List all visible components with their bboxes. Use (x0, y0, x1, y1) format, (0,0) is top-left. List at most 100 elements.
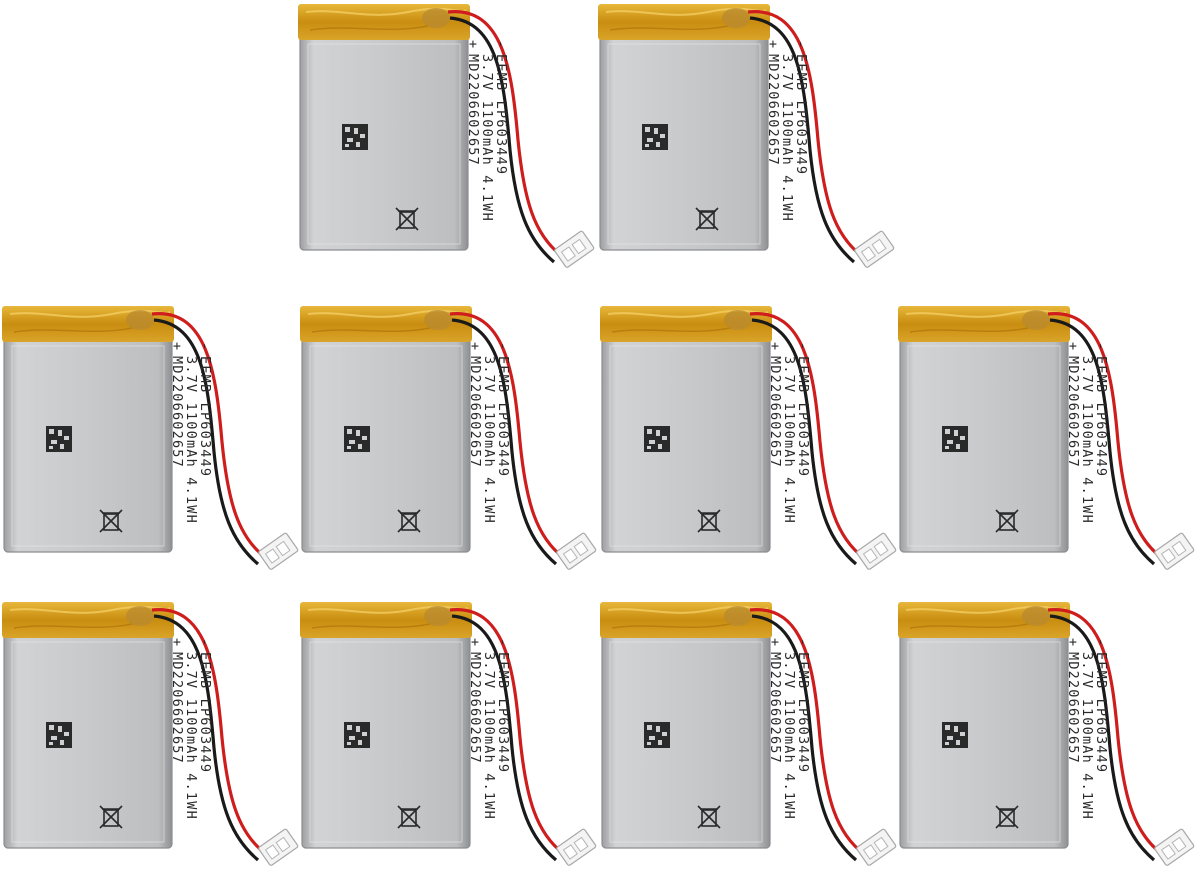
positive-sign: + (765, 40, 781, 50)
battery-printed-label: -EEMB LP603449 3.7V 1100mAh 4.1WH +MD220… (767, 638, 811, 838)
brand-text: EEMB (495, 652, 511, 690)
spec-text: 3.7V 1100mAh 4.1WH (779, 54, 795, 222)
negative-sign: - (793, 40, 809, 50)
weee-bin-icon (397, 509, 421, 533)
battery-printed-label: -EEMB LP603449 3.7V 1100mAh 4.1WH +MD220… (169, 342, 213, 542)
datamatrix-code (342, 124, 368, 150)
positive-sign: + (467, 342, 483, 352)
negative-sign: - (795, 342, 811, 352)
serial-text: MD2206602657 (767, 356, 783, 468)
red-wire (1047, 312, 1163, 560)
lipo-battery-cell-4: - EEMB LP603449 3.7V 1100mAh 4.1WH + MD220… (300, 302, 600, 592)
jst-connector (1154, 532, 1195, 570)
cell-body (301, 633, 471, 849)
serial-text: MD2206602657 (467, 652, 483, 764)
datamatrix-code (644, 722, 670, 748)
lipo-battery-cell-6: -EEMB LP603449 3.7V 1100mAh 4.1WH +MD220… (898, 302, 1198, 592)
weee-bin-icon (99, 509, 123, 533)
datamatrix-code (942, 426, 968, 452)
battery-illustration (598, 4, 895, 268)
battery-illustration (600, 306, 897, 570)
battery-printed-label: - EEMB LP603449 3.7V 1100mAh 4.1WH + MD220… (467, 342, 511, 542)
battery-printed-label: -EEMB LP603449 3.7V 1100mAh 4.1WH +MD220… (765, 40, 809, 240)
spec-text: 3.7V 1100mAh 4.1WH (481, 356, 497, 524)
datamatrix-code (642, 124, 668, 150)
red-wire (1047, 608, 1163, 856)
serial-text: MD2206602657 (765, 54, 781, 166)
model-text: LP603449 (495, 402, 511, 478)
red-wire (749, 312, 865, 560)
cell-body (899, 337, 1069, 553)
black-wire (1049, 614, 1156, 862)
brand-text: EEMB (495, 356, 511, 394)
jst-connector (556, 532, 597, 570)
battery-illustration (898, 602, 1195, 866)
negative-sign: - (197, 638, 213, 648)
lipo-battery-cell-8: -EEMB LP603449 3.7V 1100mAh 4.1WH +MD220… (300, 598, 600, 885)
lipo-battery-cell-7: -EEMB LP603449 3.7V 1100mAh 4.1WH +MD220… (2, 598, 302, 885)
model-text: LP603449 (795, 402, 811, 478)
spec-text: 3.7V 1100mAh 4.1WH (481, 652, 497, 820)
weee-bin-icon (397, 805, 421, 829)
spec-text: 3.7V 1100mAh 4.1WH (1079, 652, 1095, 820)
model-text: LP603449 (795, 698, 811, 774)
negative-sign: - (495, 638, 511, 648)
serial-text: MD2206602657 (169, 356, 185, 468)
cell-body (301, 337, 471, 553)
lipo-battery-cell-9: -EEMB LP603449 3.7V 1100mAh 4.1WH +MD220… (600, 598, 900, 885)
brand-text: EEMB (795, 356, 811, 394)
spec-text: 3.7V 1100mAh 4.1WH (183, 652, 199, 820)
weee-bin-icon (697, 509, 721, 533)
model-text: LP603449 (493, 100, 509, 176)
cell-body (601, 337, 771, 553)
datamatrix-code (644, 426, 670, 452)
negative-sign: - (795, 638, 811, 648)
serial-text: MD2206602657 (1065, 356, 1081, 468)
black-wire (749, 16, 856, 264)
serial-text: MD2206602657 (467, 356, 483, 468)
positive-sign: + (465, 40, 481, 50)
brand-text: EEMB (493, 54, 509, 92)
negative-sign: - (495, 342, 511, 352)
brand-text: EEMB (1093, 356, 1109, 394)
red-wire (747, 10, 863, 258)
serial-text: MD2206602657 (169, 652, 185, 764)
negative-sign: - (1093, 342, 1109, 352)
black-wire (751, 614, 858, 862)
weee-bin-icon (395, 207, 419, 231)
jst-connector (258, 828, 299, 866)
battery-illustration (300, 306, 597, 570)
positive-sign: + (169, 342, 185, 352)
battery-printed-label: -EEMB LP603449 3.7V 1100mAh 4.1WH +MD220… (467, 638, 511, 838)
spec-text: 3.7V 1100mAh 4.1WH (781, 652, 797, 820)
lipo-battery-cell-3: -EEMB LP603449 3.7V 1100mAh 4.1WH +MD220… (2, 302, 302, 592)
jst-connector (854, 230, 895, 268)
red-wire (151, 608, 267, 856)
battery-printed-label: -EEMB LP603449 3.7V 1100mAh 4.1WH +MD220… (465, 40, 509, 240)
jst-connector (556, 828, 597, 866)
positive-sign: + (767, 342, 783, 352)
battery-illustration (2, 602, 299, 866)
model-text: LP603449 (793, 100, 809, 176)
jst-connector (1154, 828, 1195, 866)
jst-connector (258, 532, 299, 570)
brand-text: EEMB (197, 652, 213, 690)
cell-body (599, 35, 769, 251)
serial-text: MD2206602657 (465, 54, 481, 166)
black-wire (751, 318, 858, 566)
battery-printed-label: -EEMB LP603449 3.7V 1100mAh 4.1WH +MD220… (1065, 638, 1109, 838)
negative-sign: - (1093, 638, 1109, 648)
black-wire (451, 614, 558, 862)
weee-bin-icon (695, 207, 719, 231)
battery-illustration (898, 306, 1195, 570)
black-wire (449, 16, 556, 264)
spec-text: 3.7V 1100mAh 4.1WH (479, 54, 495, 222)
battery-illustration (300, 602, 597, 866)
datamatrix-code (46, 426, 72, 452)
weee-bin-icon (995, 509, 1019, 533)
model-text: LP603449 (1093, 698, 1109, 774)
red-wire (449, 608, 565, 856)
negative-sign: - (197, 342, 213, 352)
red-wire (151, 312, 267, 560)
datamatrix-code (942, 722, 968, 748)
